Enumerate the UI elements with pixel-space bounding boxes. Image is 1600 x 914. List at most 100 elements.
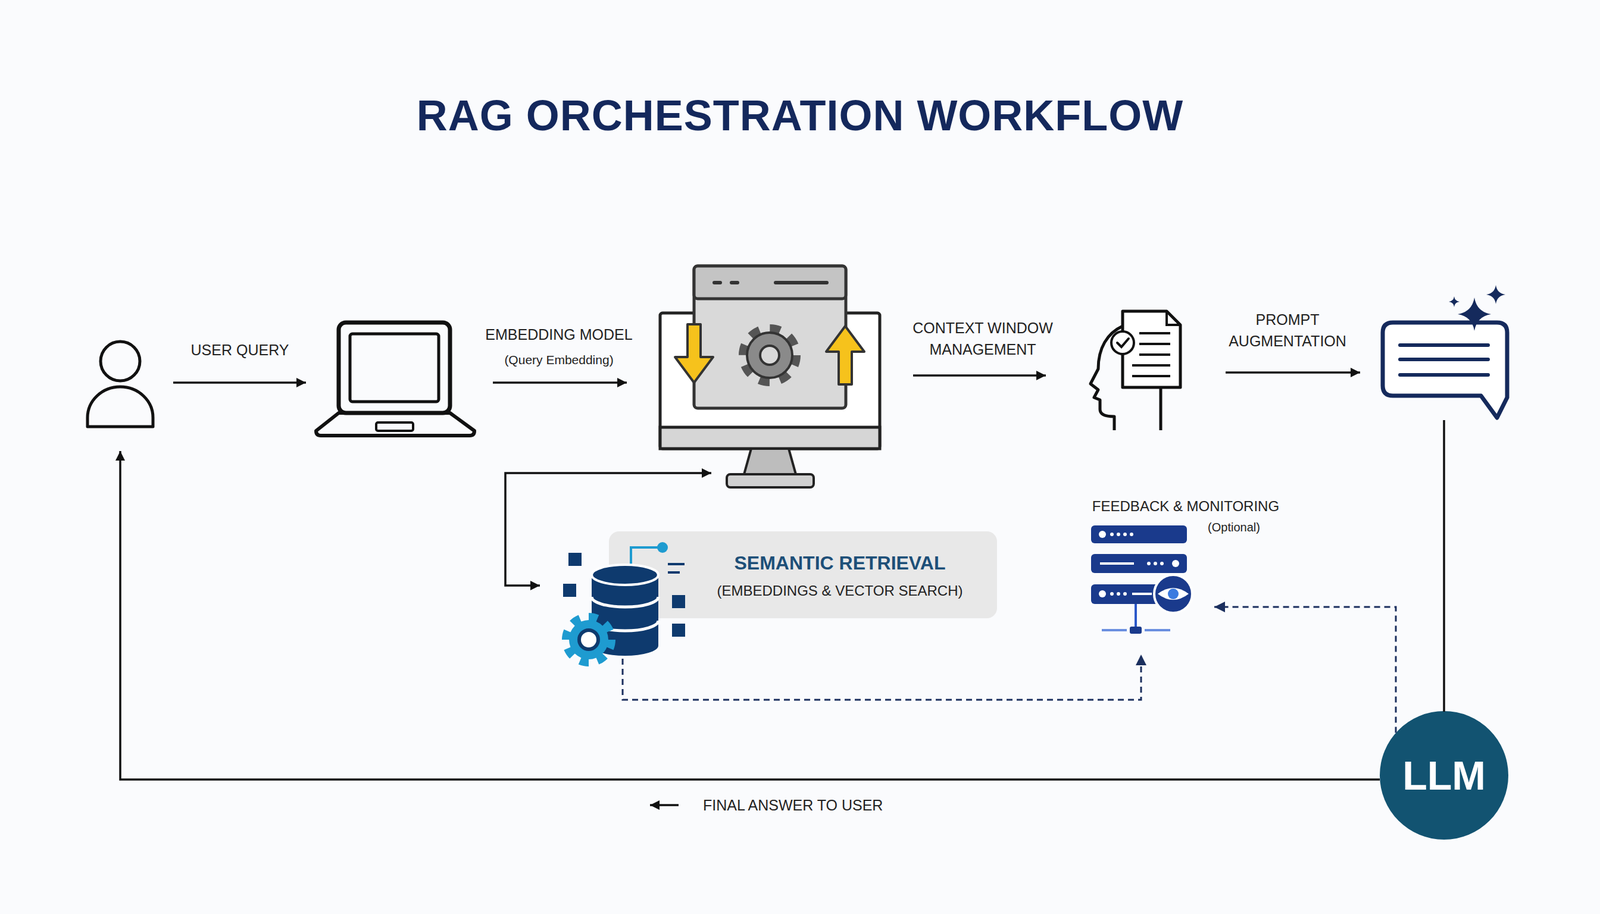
chat-bubble <box>1382 322 1508 418</box>
node-subtext: (EMBEDDINGS & VECTOR SEARCH) <box>697 582 983 600</box>
document-line <box>1139 353 1171 356</box>
llm-circle: LLM <box>1379 711 1509 840</box>
db-wire <box>630 547 659 565</box>
server-rack <box>1091 554 1187 574</box>
up-arrow <box>826 326 865 385</box>
server-icon <box>1091 525 1193 634</box>
gear-teeth <box>743 329 796 382</box>
server-base <box>1101 629 1127 632</box>
head-document-icon <box>1090 311 1181 431</box>
return-arrow <box>120 451 1380 780</box>
gear-teeth <box>566 617 612 663</box>
server-led <box>1172 560 1180 568</box>
window-dot <box>714 280 721 285</box>
node-heading: LLM <box>1379 711 1509 840</box>
check-mark <box>1117 338 1129 348</box>
retrieval-box: SEMANTIC RETRIEVAL (EMBEDDINGS & VECTOR S… <box>608 531 998 619</box>
database-icon <box>563 542 686 663</box>
flow-arrow <box>1225 371 1361 374</box>
server-dot <box>1160 561 1164 566</box>
db-wire-dot <box>657 542 668 553</box>
dashed-connector <box>1214 607 1396 734</box>
monitor-stand <box>744 448 796 475</box>
arrow-label: CONTEXT WINDOW MANAGEMENT <box>893 317 1073 361</box>
eye-shape <box>1157 588 1189 600</box>
monitor-icon <box>660 266 880 488</box>
flow-arrow <box>913 374 1046 377</box>
dashed-connector <box>622 618 1142 700</box>
chat-line <box>1400 357 1489 362</box>
server-dot <box>1123 532 1127 537</box>
server-dot <box>1110 592 1114 596</box>
head-profile <box>1090 326 1123 431</box>
window-bar <box>775 280 827 285</box>
server-post <box>1134 604 1137 628</box>
chat-bubble-icon <box>1382 285 1508 418</box>
monitor-foot <box>726 474 814 488</box>
document-line <box>1132 364 1171 367</box>
user-head <box>100 341 140 381</box>
laptop-screen <box>338 322 450 414</box>
db-cylinder <box>591 575 659 656</box>
db-band <box>591 620 659 631</box>
user-body <box>87 386 153 427</box>
document-line <box>1139 332 1171 335</box>
data-square <box>672 595 686 609</box>
app-window <box>694 266 846 409</box>
db-dash <box>667 571 680 574</box>
user-icon <box>87 341 153 427</box>
direction-arrow <box>650 804 679 807</box>
arrow-label: PROMPT AUGMENTATION <box>1216 308 1359 353</box>
server-dot <box>1153 561 1158 566</box>
db-band <box>591 597 659 608</box>
laptop-display <box>350 333 439 402</box>
gear-body <box>747 332 793 378</box>
arrow-label: USER QUERY <box>168 341 312 359</box>
sparkle-star <box>1486 285 1506 305</box>
db-top <box>591 564 659 586</box>
document-fold <box>1166 311 1181 325</box>
server-led <box>1098 590 1106 598</box>
head-neck <box>1159 387 1163 431</box>
data-square <box>563 583 577 598</box>
document-sheet <box>1122 311 1181 388</box>
node-heading: SEMANTIC RETRIEVAL <box>697 551 983 575</box>
node-heading: FEEDBACK & MONITORING <box>1051 498 1320 516</box>
flow-line <box>1442 420 1446 712</box>
server-dot <box>1116 532 1121 537</box>
chat-line <box>1400 373 1489 377</box>
gear-hole <box>579 630 599 650</box>
sparkle-star <box>1448 296 1460 308</box>
server-base <box>1144 629 1171 632</box>
diagram-title: RAG ORCHESTRATION WORKFLOW <box>0 91 1600 140</box>
return-label: FINAL ANSWER TO USER <box>702 796 953 815</box>
document-line <box>1139 342 1171 346</box>
server-dot <box>1123 592 1127 596</box>
data-square <box>672 623 686 637</box>
server-dot <box>1147 561 1151 566</box>
server-slot <box>1132 592 1152 596</box>
flow-arrow <box>173 381 306 384</box>
flow-arrow <box>492 381 627 384</box>
eye-pupil <box>1167 588 1179 600</box>
monitoring-node: FEEDBACK & MONITORING(Optional) <box>1086 520 1215 655</box>
monitor-frame <box>660 313 880 449</box>
chat-line <box>1400 343 1489 348</box>
server-dot <box>1116 592 1121 596</box>
laptop-base <box>316 413 475 436</box>
node-note: (Optional) <box>1180 520 1288 535</box>
sparkle-star <box>1457 297 1492 331</box>
server-led <box>1098 530 1106 539</box>
data-square <box>568 552 582 567</box>
document-line <box>1132 375 1171 378</box>
check-circle <box>1111 331 1134 355</box>
db-dash <box>667 563 685 566</box>
down-arrow <box>675 324 714 383</box>
server-rack <box>1091 525 1187 544</box>
server-slot <box>1100 562 1134 565</box>
arrow-sublabel: (Query Embedding) <box>481 352 637 368</box>
